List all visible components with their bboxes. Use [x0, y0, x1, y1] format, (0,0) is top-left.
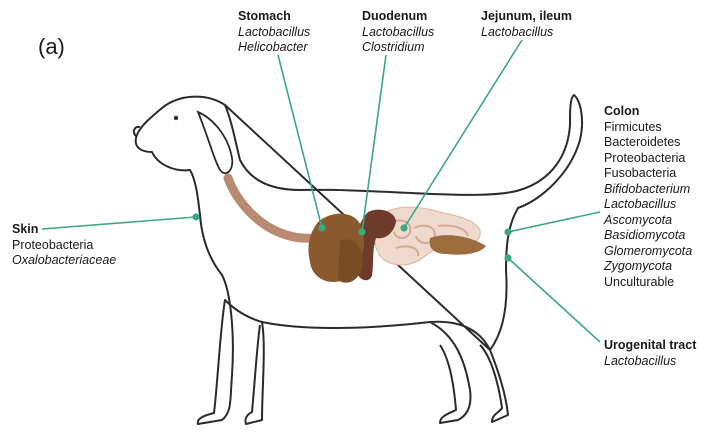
colon-taxon: Glomeromycota [604, 244, 692, 260]
urogenital-label: Urogenital tract Lactobacillus [604, 338, 696, 369]
dog-eye [174, 116, 178, 120]
colon-taxon: Unculturable [604, 275, 692, 291]
colon-taxon: Fusobacteria [604, 166, 692, 182]
duodenum-taxon: Clostridium [362, 40, 434, 56]
colon-taxon: Bacteroidetes [604, 135, 692, 151]
colon-taxon: Firmicutes [604, 120, 692, 136]
stomach-taxon: Lactobacillus [238, 25, 310, 41]
colon-taxon: Basidiomycota [604, 228, 692, 244]
jejunum-title: Jejunum, ileum [481, 9, 572, 25]
colon-taxon: Bifidobacterium [604, 182, 692, 198]
skin-dot [192, 213, 199, 220]
jejunum-taxon: Lactobacillus [481, 25, 572, 41]
jejunum-leader [404, 40, 522, 228]
colon-taxon: Zygomycota [604, 259, 692, 275]
skin-taxon: Proteobacteria [12, 238, 116, 254]
urogenital-dot [504, 254, 511, 261]
colon-taxon: Lactobacillus [604, 197, 692, 213]
duodenum-taxon: Lactobacillus [362, 25, 434, 41]
dog-ear [198, 112, 232, 173]
duodenum-title: Duodenum [362, 9, 434, 25]
urogenital-taxon: Lactobacillus [604, 354, 696, 370]
duodenum-label: Duodenum Lactobacillus Clostridium [362, 9, 434, 56]
skin-label: Skin Proteobacteria Oxalobacteriaceae [12, 222, 116, 269]
jejunum-label: Jejunum, ileum Lactobacillus [481, 9, 572, 40]
stomach-leader [278, 55, 322, 228]
panel-label: (a) [38, 34, 65, 60]
colon-taxon: Ascomycota [604, 213, 692, 229]
duodenum-leader [362, 55, 386, 232]
urogenital-title: Urogenital tract [604, 338, 696, 354]
skin-taxon: Oxalobacteriaceae [12, 253, 116, 269]
colon-taxon: Proteobacteria [604, 151, 692, 167]
skin-title: Skin [12, 222, 116, 238]
stomach-label: Stomach Lactobacillus Helicobacter [238, 9, 310, 56]
colon-title: Colon [604, 104, 692, 120]
colon-leader [508, 212, 600, 232]
colon-label: Colon Firmicutes Bacteroidetes Proteobac… [604, 104, 692, 290]
stomach-taxon: Helicobacter [238, 40, 310, 56]
duodenum-dot [358, 228, 365, 235]
jejunum-dot [400, 224, 407, 231]
stomach-title: Stomach [238, 9, 310, 25]
stomach-dot [318, 224, 325, 231]
urogenital-leader [508, 258, 600, 342]
colon-dot [504, 228, 511, 235]
